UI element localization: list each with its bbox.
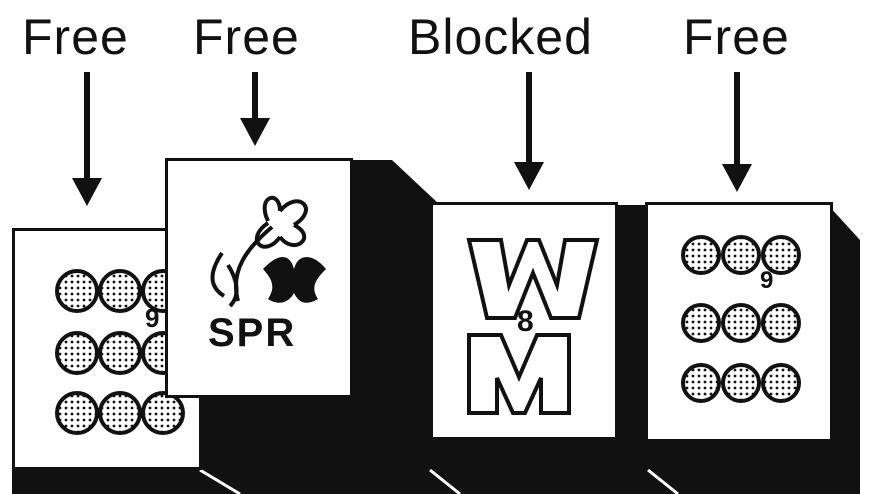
tile-1-status-label: Free xyxy=(22,9,129,65)
tile-1-number: 9 xyxy=(145,303,160,333)
tile-3-status-label: Blocked xyxy=(408,9,593,65)
tile-3-number: 8 xyxy=(517,305,534,338)
tile-2-status-label: Free xyxy=(193,9,300,65)
tile-2-pointer-arrow xyxy=(240,72,270,146)
tile-4-pointer-arrow xyxy=(722,72,752,192)
tile-2-text: SPR xyxy=(208,311,297,355)
tile-4-status-label: Free xyxy=(683,9,790,65)
mahjong-tile-3[interactable]: 8 xyxy=(430,202,618,440)
mahjong-tile-4[interactable]: 9 xyxy=(645,202,833,442)
spring-flower-icon xyxy=(210,195,326,308)
tile-3-pointer-arrow xyxy=(514,72,544,190)
mahjong-tile-2[interactable]: SPR xyxy=(165,158,353,398)
circle-suit-icon xyxy=(681,235,801,403)
wind-character-icon xyxy=(466,238,600,415)
tile-4-number: 9 xyxy=(760,267,774,294)
tile-1-pointer-arrow xyxy=(72,72,102,206)
